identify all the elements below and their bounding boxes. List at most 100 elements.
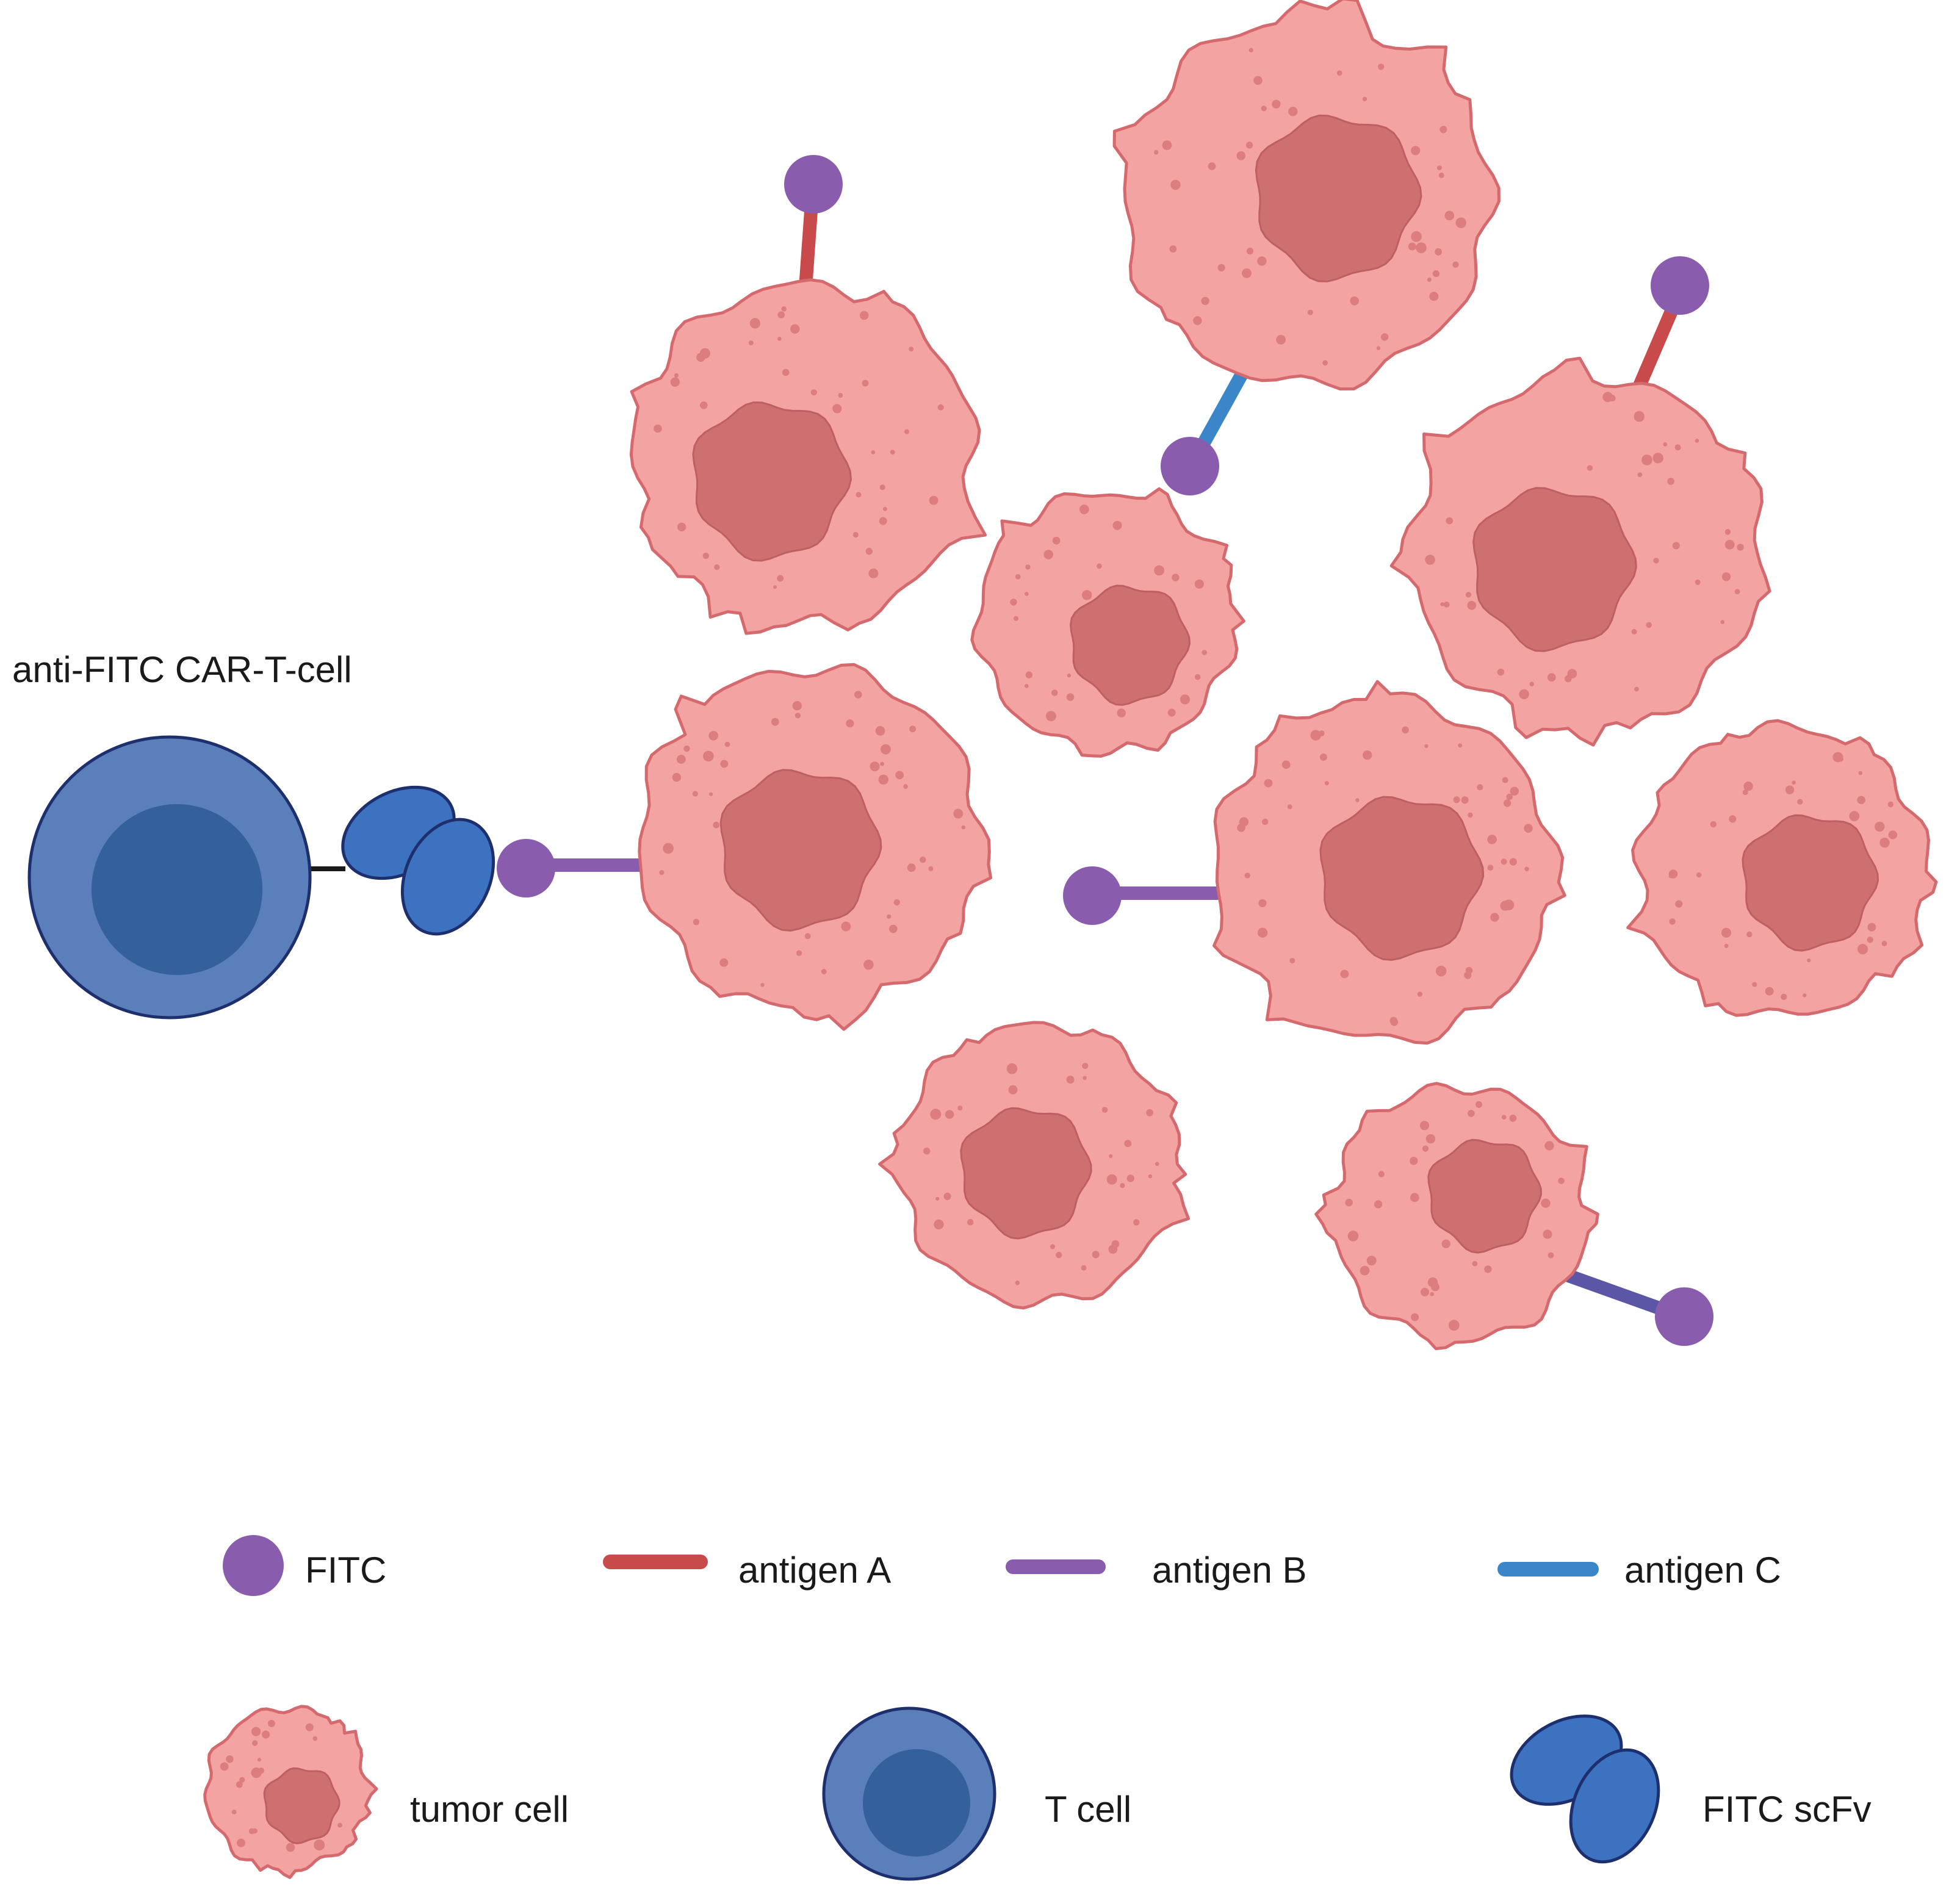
cytoplasm-granule (267, 1719, 275, 1727)
cytoplasm-granule (1288, 107, 1298, 117)
cytoplasm-granule (231, 1810, 237, 1814)
cytoplasm-granule (1487, 835, 1497, 844)
cytoplasm-granule (1410, 1193, 1419, 1203)
cytoplasm-granule (1378, 63, 1385, 70)
cytoplasm-granule (1015, 1280, 1020, 1286)
cytoplasm-granule (1734, 589, 1740, 595)
cytoplasm-granule (1258, 899, 1267, 907)
cytoplasm-granule (1672, 542, 1680, 550)
fitc-molecule (1063, 866, 1122, 925)
cytoplasm-granule (1631, 628, 1637, 635)
cytoplasm-granule (719, 958, 729, 967)
cytoplasm-granule (1427, 1277, 1438, 1287)
tumor-cluster (629, 0, 1938, 1350)
cytoplasm-granule (1024, 684, 1029, 688)
cytoplasm-granule (1502, 777, 1508, 783)
cytoplasm-granule (1724, 539, 1735, 550)
cytoplasm-granule (1501, 858, 1507, 865)
tumor-nucleus (960, 1107, 1092, 1240)
cytoplasm-granule (859, 311, 869, 320)
cytoplasm-granule (1721, 927, 1732, 938)
cytoplasm-granule (895, 771, 904, 780)
cytoplasm-granule (1402, 726, 1409, 734)
cytoplasm-granule (1430, 1292, 1435, 1296)
cytoplasm-granule (790, 324, 800, 334)
legend-item-antigen-b: antigen B (1006, 1550, 1307, 1591)
cytoplasm-granule (1264, 778, 1273, 788)
tumor-cell-upper-right (1389, 356, 1771, 747)
cytoplasm-granule (1066, 1076, 1075, 1084)
cytoplasm-granule (1637, 472, 1643, 477)
cytoplasm-granule (1444, 210, 1455, 221)
cytoplasm-granule (1081, 1265, 1087, 1271)
cytoplasm-granule (1092, 1251, 1100, 1259)
cytoplasm-granule (1879, 838, 1890, 848)
car-t-caption: anti-FITC CAR-T-cell (12, 649, 352, 690)
cytoplasm-granule (257, 1758, 261, 1762)
cytoplasm-granule (1710, 821, 1717, 828)
cytoplasm-granule (1797, 799, 1803, 805)
cytoplasm-granule (724, 741, 730, 747)
cytoplasm-granule (1792, 780, 1796, 785)
cytoplasm-granule (1112, 520, 1122, 530)
cytoplasm-granule (1506, 793, 1513, 800)
cytoplasm-granule (1429, 292, 1439, 301)
cytoplasm-granule (1500, 901, 1510, 911)
cytoplasm-granule (1720, 620, 1725, 624)
cytoplasm-granule (1484, 1265, 1492, 1273)
cytoplasm-granule (305, 1723, 314, 1731)
cytoplasm-granule (1510, 786, 1519, 796)
cytoplasm-granule (1167, 708, 1176, 717)
cytoplasm-granule (1155, 1162, 1159, 1166)
cytoplasm-granule (928, 866, 934, 871)
cytoplasm-granule (1208, 162, 1216, 170)
cytoplasm-granule (1389, 1016, 1398, 1025)
cytoplasm-granule (1674, 444, 1681, 451)
cytoplasm-granule (1432, 270, 1439, 278)
cytoplasm-granule (777, 337, 782, 341)
cytoplasm-granule (1443, 602, 1450, 608)
tumor-cell-top (1112, 0, 1501, 390)
cytoplasm-granule (252, 1740, 258, 1746)
cytoplasm-granule (677, 755, 686, 764)
cytoplasm-granule (1424, 744, 1429, 749)
cytoplasm-granule (1472, 1260, 1478, 1267)
t-cell-swatch-nucleus (863, 1749, 970, 1857)
cytoplasm-granule (838, 393, 843, 398)
cytoplasm-granule (1416, 242, 1427, 253)
cytoplasm-granule (1857, 796, 1865, 805)
cytoplasm-granule (1477, 784, 1483, 791)
tumor-cell-swatch (203, 1705, 378, 1879)
fitc-swatch (223, 1535, 284, 1596)
cytoplasm-granule (1669, 918, 1676, 925)
tumor-nucleus (1472, 487, 1637, 652)
cytoplasm-granule (923, 1147, 931, 1155)
cytoplasm-granule (248, 1828, 255, 1835)
tumor-nucleus (1427, 1138, 1542, 1254)
cytoplasm-granule (909, 347, 914, 352)
cytoplasm-granule (1475, 1101, 1482, 1108)
cytoplasm-granule (314, 1839, 325, 1850)
cytoplasm-granule (1487, 865, 1494, 871)
cytoplasm-granule (1867, 922, 1876, 932)
cytoplasm-granule (1169, 245, 1177, 253)
cytoplasm-granule (804, 933, 811, 940)
cytoplasm-granule (854, 691, 862, 699)
cytoplasm-granule (870, 761, 880, 772)
cytoplasm-granule (943, 1192, 951, 1200)
cytoplasm-granule (1324, 781, 1329, 786)
cytoplasm-granule (1438, 172, 1444, 178)
cytoplasm-granule (1008, 1085, 1018, 1095)
cytoplasm-granule (865, 547, 873, 555)
cytoplasm-granule (1641, 455, 1652, 466)
cytoplasm-granule (1025, 671, 1033, 678)
cytoplasm-granule (1194, 674, 1201, 680)
car-t-cell (27, 735, 495, 1019)
cytoplasm-granule (935, 1196, 940, 1201)
cytoplasm-granule (846, 719, 854, 728)
cytoplasm-granule (1101, 1107, 1108, 1113)
cytoplasm-granule (1045, 711, 1056, 722)
tumor-nucleus (1319, 796, 1485, 961)
cytoplasm-granule (771, 717, 779, 726)
cytoplasm-granule (1509, 1114, 1517, 1122)
